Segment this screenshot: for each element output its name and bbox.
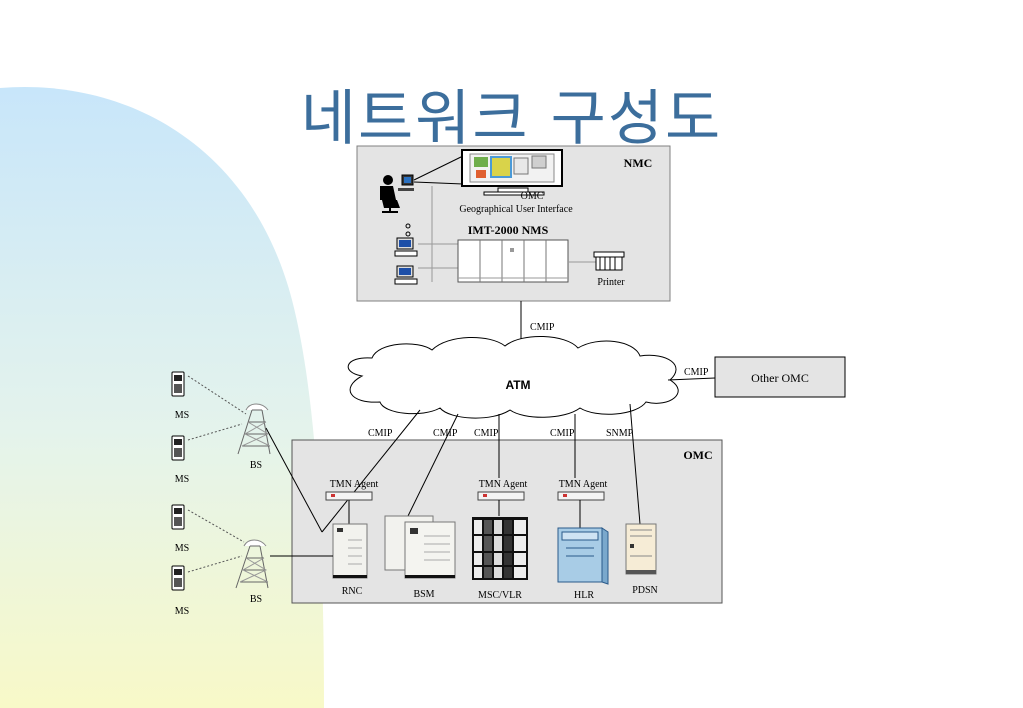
monitor-caption: OMC bbox=[521, 191, 544, 202]
workstation-icon bbox=[394, 265, 418, 285]
mobile-phone-icon bbox=[171, 371, 185, 397]
atm-rnc-link bbox=[321, 409, 421, 533]
nmc-atm-link-label: CMIP bbox=[530, 322, 555, 333]
msc-vlr-icon bbox=[472, 517, 528, 580]
bsm-icon bbox=[384, 515, 456, 579]
nmc-label: NMC bbox=[624, 156, 653, 170]
mobile-phone-icon bbox=[171, 435, 185, 461]
ms-label: MS bbox=[175, 410, 189, 421]
workstation-icon bbox=[394, 237, 418, 257]
atm-pdsn-link-label: SNMP bbox=[606, 428, 634, 439]
omc-monitor-icon bbox=[461, 149, 563, 196]
gui-caption: Geographical User Interface bbox=[459, 204, 573, 215]
tmn-agent-label: TMN Agent bbox=[559, 479, 608, 490]
atm-msc-link-label: CMIP bbox=[474, 428, 499, 439]
tmn-agent-label: TMN Agent bbox=[479, 479, 528, 490]
operator-icon bbox=[380, 174, 414, 213]
page-title: 네트워크 구성도 bbox=[300, 84, 723, 154]
tmn-agent-icon bbox=[477, 491, 525, 501]
hlr-icon bbox=[557, 527, 609, 585]
bs-label: BS bbox=[250, 594, 262, 605]
pdsn-icon bbox=[625, 523, 657, 575]
base-station-tower-icon bbox=[235, 539, 269, 589]
atm-rnc-link-label: CMIP bbox=[368, 428, 393, 439]
bsm-label: BSM bbox=[413, 589, 434, 600]
bs-label: BS bbox=[250, 460, 262, 471]
msc-vlr-label: MSC/VLR bbox=[478, 590, 522, 601]
atm-bsm-link-label: CMIP bbox=[433, 428, 458, 439]
atm-other-link bbox=[667, 377, 716, 381]
atm-bsm-link bbox=[407, 413, 459, 517]
mobile-phone-icon bbox=[171, 565, 185, 591]
atm-other-link-label: CMIP bbox=[684, 367, 709, 378]
ms-label: MS bbox=[175, 474, 189, 485]
nms-system-label: IMT-2000 NMS bbox=[468, 223, 549, 237]
mobile-phone-icon bbox=[171, 504, 185, 530]
hlr-label: HLR bbox=[574, 590, 594, 601]
base-station-tower-icon bbox=[237, 403, 271, 455]
atm-hlr-link-label: CMIP bbox=[550, 428, 575, 439]
tmn-agent-icon bbox=[325, 491, 373, 501]
atm-pdsn-link bbox=[629, 403, 641, 525]
ms-label: MS bbox=[175, 543, 189, 554]
rnc-icon bbox=[332, 523, 368, 579]
nms-server-icon bbox=[457, 239, 569, 283]
nmc-panel: NMC OMC Geographical Use bbox=[356, 145, 671, 302]
other-omc-label: Other OMC bbox=[751, 371, 809, 385]
printer-icon bbox=[593, 251, 625, 271]
ms-label: MS bbox=[175, 606, 189, 617]
tmn-agent-label: TMN Agent bbox=[330, 479, 379, 490]
bs-rnc-link bbox=[265, 427, 323, 533]
other-omc-box bbox=[714, 356, 846, 398]
omc-label: OMC bbox=[683, 448, 712, 462]
rnc-label: RNC bbox=[342, 586, 363, 597]
tmn-agent-icon bbox=[557, 491, 605, 501]
printer-label: Printer bbox=[597, 277, 625, 288]
atm-label: ATM bbox=[505, 378, 530, 392]
pdsn-label: PDSN bbox=[632, 585, 658, 596]
